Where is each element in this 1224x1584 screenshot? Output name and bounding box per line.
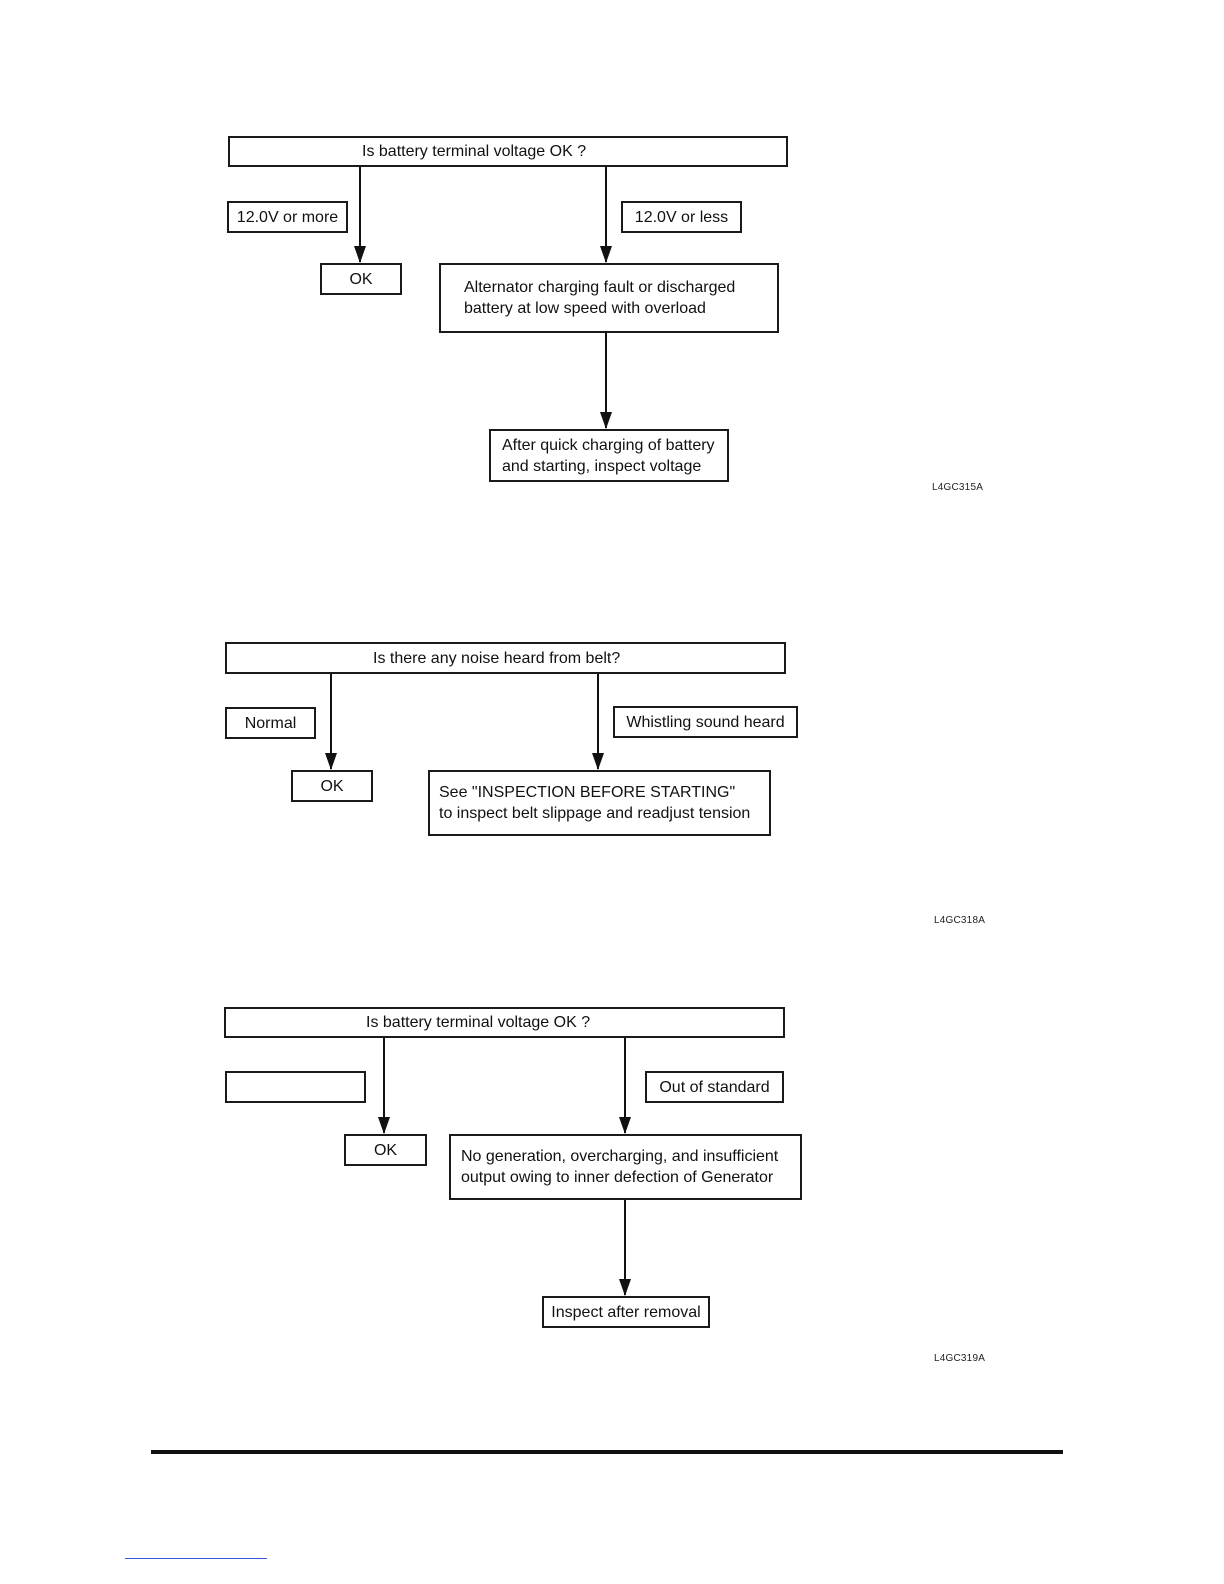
condition-box-left-2: Normal: [225, 707, 316, 739]
next-step-line: After quick charging of battery: [502, 436, 715, 454]
footer-link-underline[interactable]: [125, 1558, 267, 1559]
result-box-2: See "INSPECTION BEFORE STARTING" to insp…: [428, 770, 771, 836]
figure-code-2: L4GC318A: [934, 915, 986, 926]
next-step-line: Inspect after removal: [551, 1303, 701, 1321]
condition-label: Whistling sound heard: [626, 713, 785, 731]
result-box-1: Alternator charging fault or discharged …: [439, 263, 779, 333]
condition-label: Normal: [244, 714, 297, 732]
condition-box-left-3: [225, 1071, 366, 1103]
next-step-line: and starting, inspect voltage: [502, 457, 702, 475]
condition-label: 12.0V or more: [236, 208, 339, 226]
condition-box-right-3: Out of standard: [645, 1071, 784, 1103]
condition-box-right-2: Whistling sound heard: [613, 706, 798, 738]
ok-box-3: OK: [344, 1134, 427, 1166]
footer-rule: [151, 1450, 1063, 1454]
result-line: output owing to inner defection of Gener…: [461, 1169, 774, 1186]
question-box-2: Is there any noise heard from belt?: [225, 642, 786, 674]
figure-code-1: L4GC315A: [932, 482, 984, 493]
result-line: See "INSPECTION BEFORE STARTING": [439, 784, 736, 801]
result-line: battery at low speed with overload: [464, 300, 706, 317]
next-step-box-1: After quick charging of battery and star…: [489, 429, 729, 482]
condition-label: 12.0V or less: [634, 208, 729, 226]
ok-box-2: OK: [291, 770, 373, 802]
result-line: Alternator charging fault or discharged: [464, 279, 736, 296]
ok-box-1: OK: [320, 263, 402, 295]
question-text: Is there any noise heard from belt?: [373, 649, 621, 667]
figure-code-3: L4GC319A: [934, 1353, 986, 1364]
next-step-box-3: Inspect after removal: [542, 1296, 710, 1328]
question-box-3: Is battery terminal voltage OK ?: [224, 1007, 785, 1038]
ok-label: OK: [349, 270, 373, 288]
result-line: No generation, overcharging, and insuffi…: [461, 1148, 779, 1165]
question-text: Is battery terminal voltage OK ?: [366, 1014, 591, 1031]
result-line: to inspect belt slippage and readjust te…: [439, 805, 751, 822]
ok-label: OK: [320, 777, 344, 795]
result-box-3: No generation, overcharging, and insuffi…: [449, 1134, 802, 1200]
question-box-1: Is battery terminal voltage OK ?: [228, 136, 788, 167]
condition-label: Out of standard: [659, 1078, 770, 1096]
condition-box-left-1: 12.0V or more: [227, 201, 348, 233]
question-text: Is battery terminal voltage OK ?: [362, 143, 587, 160]
ok-label: OK: [373, 1141, 398, 1159]
condition-box-right-1: 12.0V or less: [621, 201, 742, 233]
